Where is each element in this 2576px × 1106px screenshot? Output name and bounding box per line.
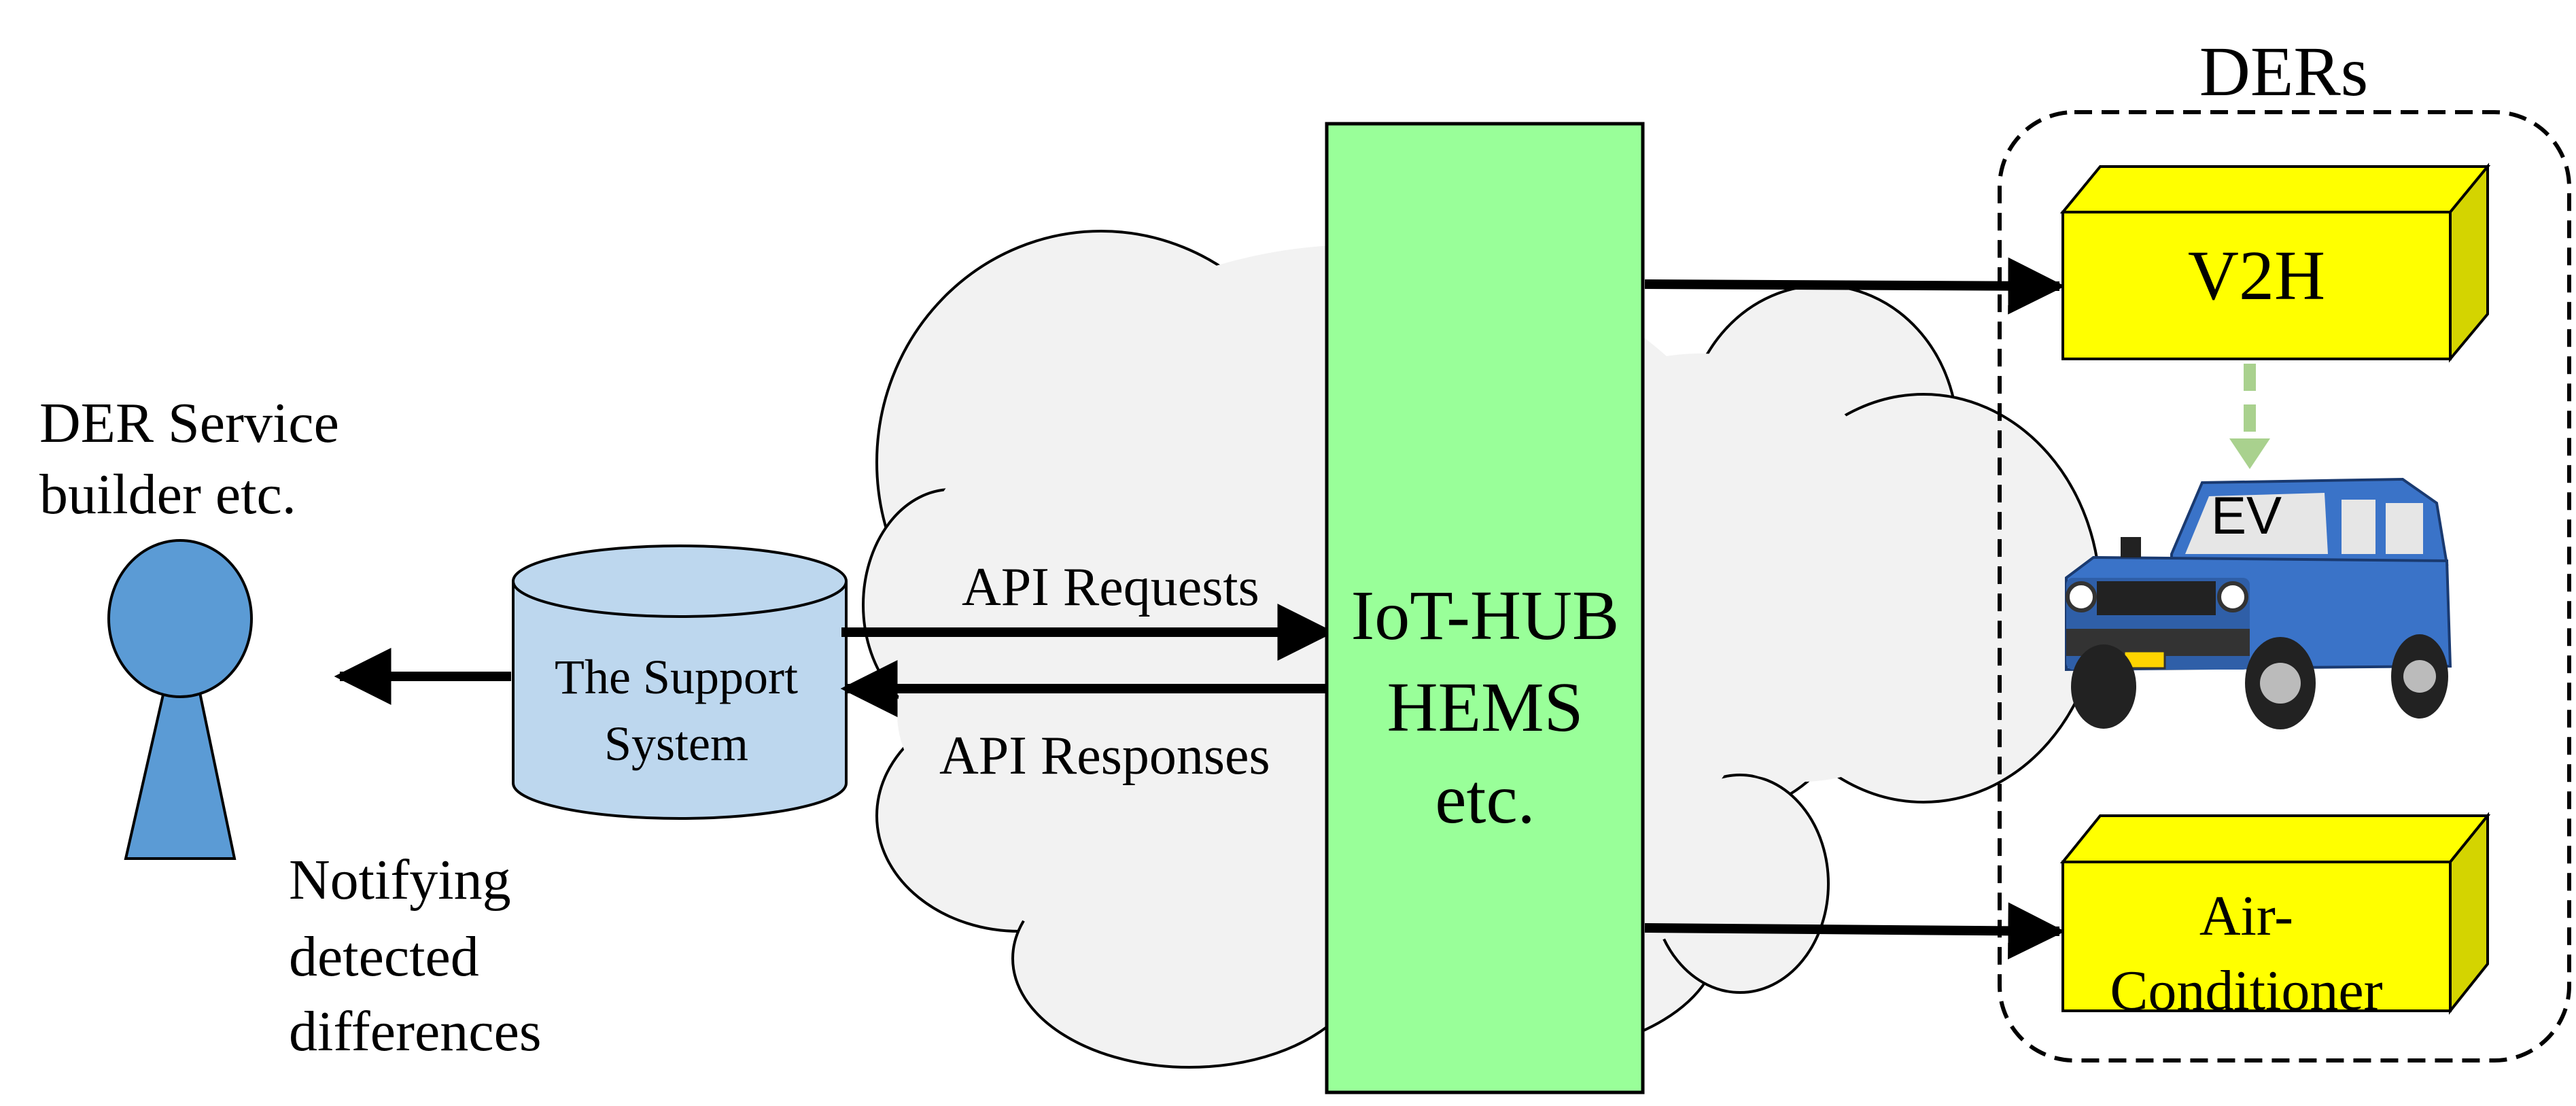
ders-group-border	[1998, 110, 2571, 1062]
hub-to-v2h-arrow	[1644, 257, 2066, 315]
user-label-line1: DER Service	[39, 392, 339, 455]
user-label-line2: builder etc.	[39, 463, 296, 526]
iot-hub-label-line2: HEMS	[1387, 668, 1584, 746]
air-conditioner-label-line1: Air-	[2199, 884, 2293, 948]
ev-label: EV	[2211, 485, 2282, 545]
notify-label-line1: Notifying	[289, 848, 511, 912]
user-person-icon	[107, 539, 253, 860]
notify-label-line3: differences	[289, 1000, 542, 1063]
iot-hub-box	[1325, 122, 1645, 1094]
air-conditioner-box	[2059, 812, 2491, 1015]
support-system-label-line1: The Support	[555, 650, 798, 704]
v2h-box	[2059, 162, 2491, 363]
support-system-cylinder	[512, 545, 848, 820]
v2h-to-ev-arrow	[2229, 364, 2270, 469]
ev-car-icon	[2065, 477, 2452, 729]
hub-to-aircon-arrow	[1644, 902, 2066, 960]
ders-title: DERs	[2199, 33, 2368, 111]
iot-hub-label-line1: IoT-HUB	[1351, 576, 1620, 655]
v2h-label: V2H	[2188, 237, 2325, 315]
iot-hub-label-line3: etc.	[1435, 760, 1535, 838]
notify-label-line2: detected	[289, 925, 479, 988]
air-conditioner-label-line2: Conditioner	[2110, 959, 2382, 1022]
api-requests-label: API Requests	[962, 557, 1259, 617]
api-responses-label: API Responses	[939, 726, 1270, 786]
support-system-label-line2: System	[604, 716, 748, 771]
